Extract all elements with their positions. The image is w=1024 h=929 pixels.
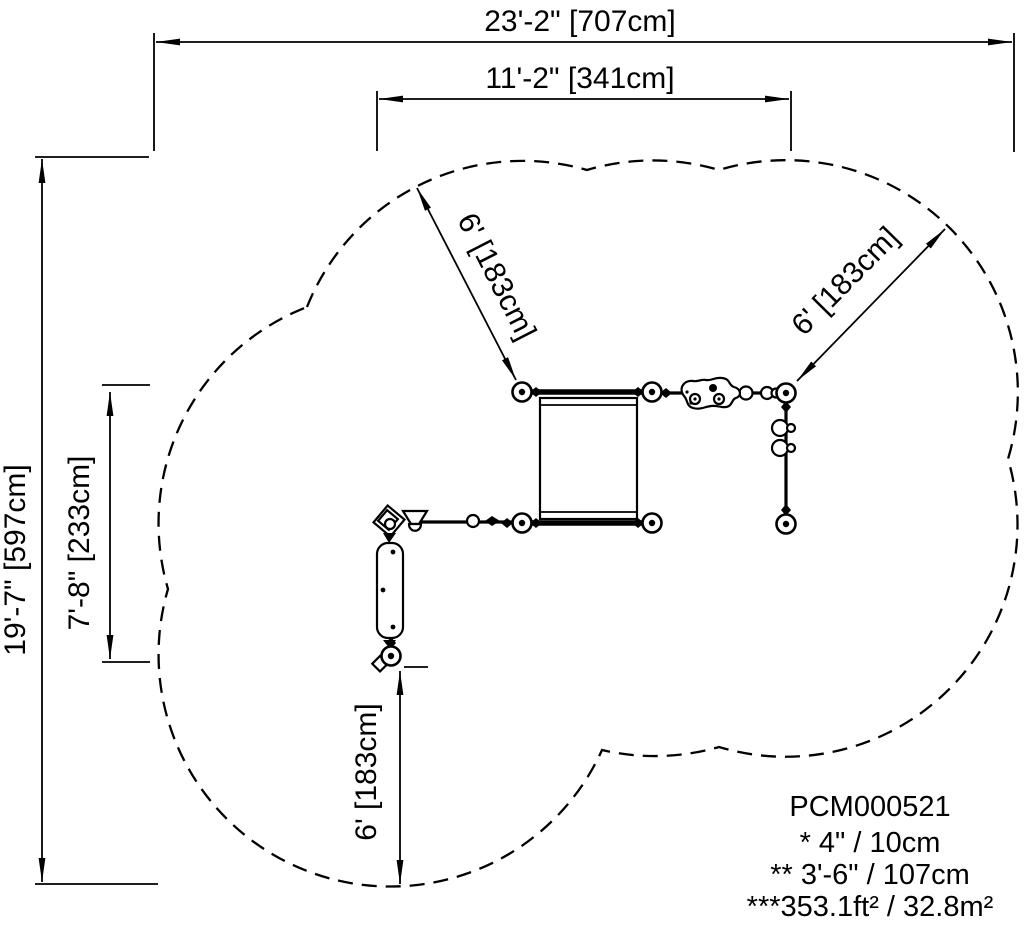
dimension-line [416,187,517,381]
beam-connector [632,518,644,528]
dimension-label: 23'-2" [707cm] [484,5,675,38]
support-post [511,381,533,403]
model-number: PCM000521 [789,791,950,823]
deck-outline [538,396,639,521]
dimension-deck-span-depth: 7'-8" [233cm] [63,384,150,663]
footnote-area: ***353.1ft² / 32.8m² [747,891,994,923]
beam-connector [781,504,791,516]
support-post [641,512,663,534]
beam-connector [660,388,672,398]
funnel-accessory-icon [401,509,429,532]
dimension-label: 6' [183cm] [451,208,543,345]
support-post [641,381,663,403]
slide-connector [383,640,396,649]
footnote-surfacing: * 4" / 10cm [800,827,941,859]
deck-panel [538,396,639,521]
activity-panel-icon [371,503,407,543]
dimension-overall-width: 23'-2" [707cm] [153,5,1015,152]
beam-connector [530,387,542,397]
dimension-label: 11'-2" [341cm] [485,62,674,95]
dimension-label: 6' [183cm] [785,221,905,342]
beam-connector [501,518,513,528]
beam-connector [632,387,644,397]
dimension-use-zone-top-left: 6' [183cm] [416,187,543,381]
support-post [775,513,797,535]
support-post [775,382,797,404]
climbing-rings-icon [770,418,797,458]
support-post [380,645,402,667]
beam-connector [485,516,500,526]
dimension-label: 6' [183cm] [350,703,383,840]
beam-connector [530,518,542,528]
support-post [511,512,533,534]
dimension-line [796,228,946,382]
beam-fitting [465,513,481,529]
dimension-deck-span-width: 11'-2" [341cm] [376,62,792,151]
slide-bed [375,541,405,640]
footnote-fall-height: ** 3'-6" / 107cm [770,859,970,891]
use-zone-boundary [157,159,1019,888]
title-block: PCM000521 * 4" / 10cm ** 3'-6" / 107cm *… [747,791,994,923]
beam-connector [781,401,791,413]
beam-fitting [738,385,754,401]
dimension-label: 19'-7" [597cm] [0,464,32,655]
play-structure [370,376,797,674]
dimension-label: 7'-8" [233cm] [63,456,96,631]
dimension-use-zone-top-right: 6' [183cm] [785,221,946,382]
animal-climber-icon [680,376,741,410]
dimension-use-zone-bottom: 6' [183cm] [350,666,428,884]
dimension-overall-depth: 19'-7" [597cm] [0,156,158,885]
